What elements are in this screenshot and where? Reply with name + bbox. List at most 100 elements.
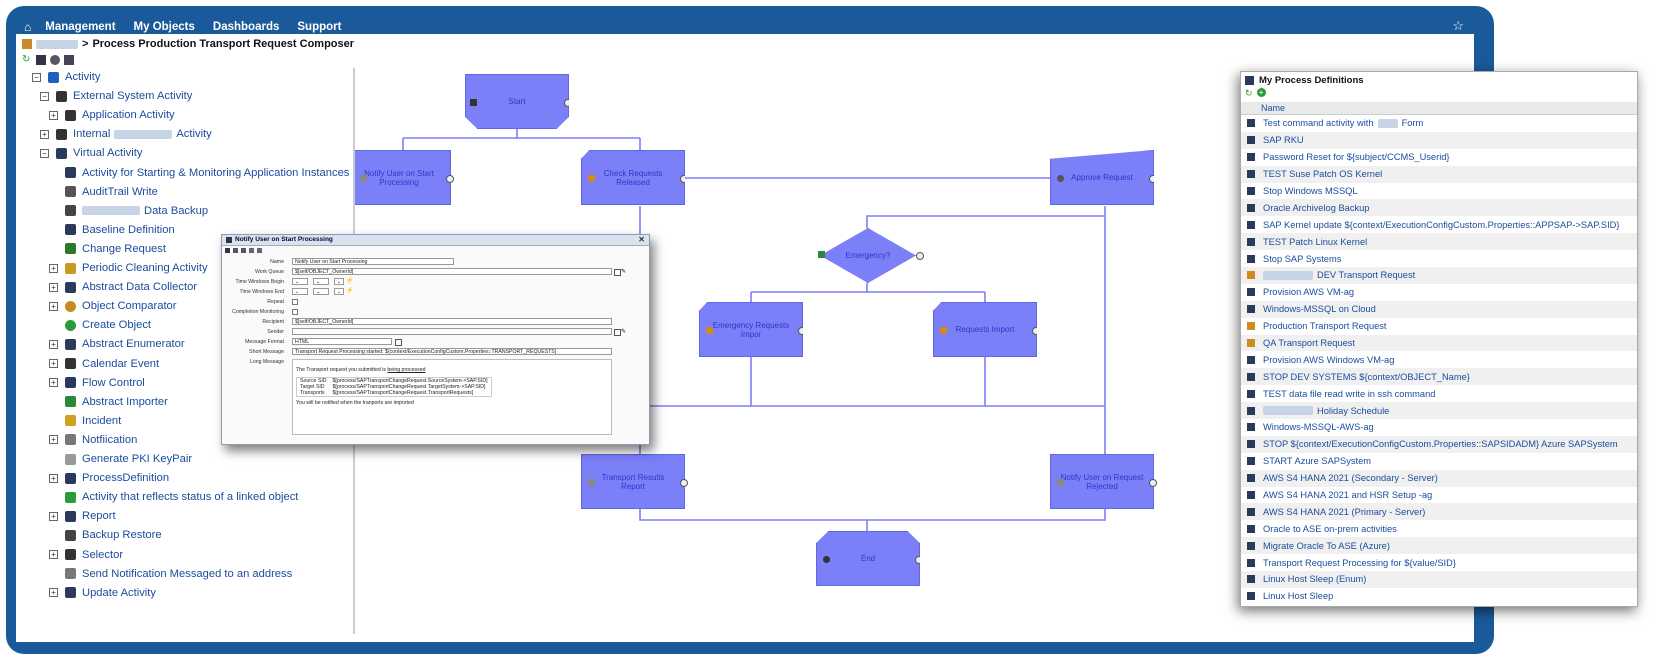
expand-icon[interactable]: + xyxy=(49,511,58,521)
menu-support[interactable]: Support xyxy=(297,21,342,33)
recipient-field[interactable]: $[self/OBJECT_OwnerId] xyxy=(292,318,612,325)
tree-item[interactable]: +Application Activity xyxy=(49,106,175,124)
tree-item[interactable]: AuditTrail Write xyxy=(49,183,158,201)
menu-management[interactable]: Management xyxy=(45,21,116,33)
tree-item[interactable]: −Activity xyxy=(32,68,100,86)
expand-icon[interactable]: + xyxy=(40,129,49,139)
tree-item[interactable]: Baseline Definition xyxy=(49,221,175,239)
process-definition-item[interactable]: Oracle Archivelog Backup xyxy=(1241,199,1637,217)
expand-icon[interactable]: + xyxy=(49,359,58,368)
collapse-icon[interactable]: − xyxy=(40,148,49,158)
process-definition-item[interactable]: Production Transport Request xyxy=(1241,318,1637,335)
tw-begin-hour[interactable]: ⌄ xyxy=(292,278,308,285)
process-definition-item[interactable]: AWS S4 HANA 2021 (Secondary - Server) xyxy=(1241,469,1637,487)
process-definition-item[interactable]: STOP ${context/ExecutionConfigCustom.Pro… xyxy=(1241,435,1637,453)
expand-icon[interactable]: + xyxy=(49,550,58,559)
process-definition-item[interactable]: Oracle to ASE on-prem activities xyxy=(1241,520,1637,537)
settings-icon[interactable] xyxy=(50,55,60,65)
node-port[interactable] xyxy=(798,327,803,335)
node-notify-start[interactable]: Notify User on Start Processing xyxy=(355,150,454,205)
process-definition-item[interactable]: Provision AWS Windows VM-ag xyxy=(1241,351,1637,368)
node-port[interactable] xyxy=(1149,479,1157,487)
tree-item[interactable]: Create Object xyxy=(49,316,151,334)
work-queue-field[interactable]: $[self/OBJECT_OwnerId] xyxy=(292,268,612,275)
save-icon[interactable] xyxy=(225,248,230,253)
node-port[interactable] xyxy=(916,252,924,260)
refresh-icon[interactable]: ↻ xyxy=(1245,88,1253,98)
tree-icon[interactable] xyxy=(241,248,246,253)
name-field[interactable]: Notify User on Start Processing xyxy=(292,258,454,265)
process-definition-item[interactable]: TEST Suse Patch OS Kernel xyxy=(1241,165,1637,183)
tree-item[interactable]: +Abstract Data Collector xyxy=(49,278,197,296)
process-definition-item[interactable]: Migrate Oracle To ASE (Azure) xyxy=(1241,537,1637,555)
node-emergency-import[interactable]: Emergency Requests Impor xyxy=(699,302,803,357)
process-definition-item[interactable]: Stop Windows MSSQL xyxy=(1241,183,1637,200)
menu-my-objects[interactable]: My Objects xyxy=(133,21,195,33)
tree-item[interactable]: Data Backup xyxy=(49,202,208,220)
node-port[interactable] xyxy=(1032,327,1037,335)
node-requests-import[interactable]: Requests Import xyxy=(933,302,1037,357)
node-notify-rejected[interactable]: Notify User on Request Rejected xyxy=(1050,454,1157,509)
edit-icon[interactable]: ✎ xyxy=(621,329,627,335)
tree-item[interactable]: +Notfiication xyxy=(49,431,137,449)
node-end[interactable]: End xyxy=(816,531,920,586)
tree-item[interactable]: Backup Restore xyxy=(49,526,162,544)
process-definition-item[interactable]: STOP DEV SYSTEMS ${context/OBJECT_Name} xyxy=(1241,368,1637,386)
node-start[interactable]: Start xyxy=(465,74,569,129)
tree-item[interactable]: +ProcessDefinition xyxy=(49,469,169,487)
add-icon[interactable]: + xyxy=(1256,88,1266,97)
process-definition-item[interactable]: Provision AWS VM-ag xyxy=(1241,284,1637,301)
tw-end-ampm[interactable]: ⌄ xyxy=(334,288,344,295)
process-definition-item[interactable]: Windows-MSSQL-AWS-ag xyxy=(1241,419,1637,436)
history-icon[interactable] xyxy=(257,248,262,253)
tree-item[interactable]: +Calendar Event xyxy=(49,355,159,373)
collapse-icon[interactable]: − xyxy=(40,91,49,101)
process-definition-item[interactable]: TEST data file read write in ssh command xyxy=(1241,385,1637,402)
node-port[interactable] xyxy=(1149,175,1154,183)
tree-item[interactable]: +Report xyxy=(49,507,116,525)
picker-icon[interactable] xyxy=(614,329,621,336)
tree-item[interactable]: Send Notification Messaged to an address xyxy=(49,565,292,583)
menu-dashboards[interactable]: Dashboards xyxy=(212,21,280,33)
expand-icon[interactable]: + xyxy=(49,110,58,120)
tree-item[interactable]: Change Request xyxy=(49,240,166,258)
tree-item[interactable]: Incident xyxy=(49,412,121,430)
tw-end-minute[interactable]: ⌄ xyxy=(313,288,329,295)
tw-end-hour[interactable]: ⌄ xyxy=(292,288,308,295)
process-definition-item[interactable]: SAP Kernel update ${context/ExecutionCon… xyxy=(1241,216,1637,233)
delete-icon[interactable] xyxy=(249,248,254,253)
tree-item[interactable]: Generate PKI KeyPair xyxy=(49,450,192,468)
home-icon[interactable]: ⌂ xyxy=(24,20,32,34)
process-definition-item[interactable]: Transport Request Processing for ${value… xyxy=(1241,554,1637,571)
node-port[interactable] xyxy=(680,175,685,183)
clear-icon[interactable]: ⚡ xyxy=(346,278,354,284)
sender-field[interactable] xyxy=(292,328,612,335)
tree-item[interactable]: Activity for Starting & Monitoring Appli… xyxy=(49,164,349,182)
tree-item[interactable]: Abstract Importer xyxy=(49,393,168,411)
process-definition-item[interactable]: Windows-MSSQL on Cloud xyxy=(1241,300,1637,318)
process-definition-item[interactable]: SAP RKU xyxy=(1241,131,1637,149)
document-icon[interactable] xyxy=(36,55,46,65)
tw-begin-ampm[interactable]: ⌄ xyxy=(334,278,344,285)
process-definition-item[interactable]: AWS S4 HANA 2021 (Primary - Server) xyxy=(1241,503,1637,521)
expand-icon[interactable]: + xyxy=(49,473,58,483)
expand-icon[interactable]: + xyxy=(49,435,58,445)
clear-icon[interactable]: ⚡ xyxy=(346,288,354,294)
process-definition-item[interactable]: Linux Host Sleep xyxy=(1241,588,1637,605)
close-icon[interactable]: ✕ xyxy=(638,235,645,244)
completion-checkbox[interactable] xyxy=(292,309,298,315)
tree-item[interactable]: +Selector xyxy=(49,546,123,564)
node-port[interactable] xyxy=(446,175,454,183)
short-message-field[interactable]: Transport Request Processing started: ${… xyxy=(292,348,612,355)
expand-icon[interactable]: + xyxy=(49,282,58,292)
process-definition-item[interactable]: QA Transport Request xyxy=(1241,334,1637,352)
node-check-requests[interactable]: Check Requests Released xyxy=(581,150,685,205)
edit-icon[interactable]: ✎ xyxy=(621,269,627,275)
process-definition-item[interactable]: TEST Patch Linux Kernel xyxy=(1241,233,1637,251)
node-approve-request[interactable]: Approve Request xyxy=(1050,150,1154,205)
expand-icon[interactable]: + xyxy=(49,301,58,311)
process-definition-item[interactable]: Password Reset for ${subject/CCMS_Userid… xyxy=(1241,149,1637,166)
copy-icon[interactable] xyxy=(233,248,238,253)
picker-icon[interactable] xyxy=(614,269,621,276)
